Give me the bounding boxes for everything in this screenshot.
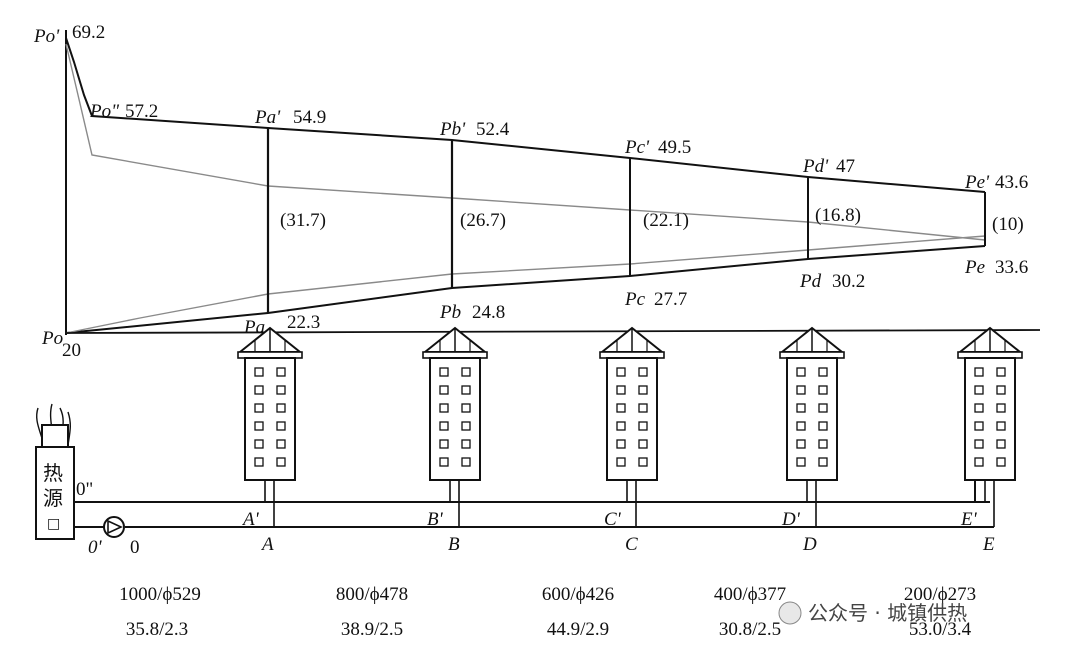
segment-2-length-loss: 38.9/2.5 [341, 619, 403, 640]
building-e [957, 327, 1023, 528]
return-value-b: 24.8 [472, 302, 505, 323]
static-pressure-line [65, 329, 1041, 334]
supply-label-e: Pe' [964, 172, 990, 193]
origin-return-label: Po [41, 328, 63, 349]
pressure-diff-a: (31.7) [280, 210, 326, 231]
segment-3-length-loss: 44.9/2.9 [547, 619, 609, 640]
return-label-c: Pc [624, 289, 646, 310]
return-label-b: Pb [439, 302, 461, 323]
node-upper-b: B' [427, 509, 444, 530]
pressure-diff-d: (16.8) [815, 205, 861, 226]
return-value-d: 30.2 [832, 271, 865, 292]
supply-grey-line [65, 43, 986, 241]
pressure-diff-c: (22.1) [643, 210, 689, 231]
node-lower-d: D [802, 534, 817, 555]
node-lower-c: C [625, 534, 638, 555]
node-upper-c: C' [604, 509, 622, 530]
node-upper-d: D' [781, 509, 801, 530]
node-labels: A' B' C' D' E' A B C D E [241, 509, 995, 555]
supply-value-c: 49.5 [658, 137, 691, 158]
origin-after-source-value: 57.2 [125, 101, 158, 122]
pressure-graph: Po' 69.2 Po" 57.2 Po 20 Pa' 54.9 Pb' 52.… [33, 22, 1041, 361]
chimney [41, 424, 69, 448]
origin-supply-value: 69.2 [72, 22, 105, 43]
circulation-pump [103, 516, 125, 538]
supply-value-b: 52.4 [476, 119, 510, 140]
heat-source: 热 源 □ [35, 403, 75, 540]
segment-1-flow-diameter: 1000/ϕ529 [119, 584, 201, 605]
pipe-network [74, 480, 994, 528]
node-lower-e: E [982, 534, 995, 555]
node-upper-e: E' [960, 509, 978, 530]
supply-value-a: 54.9 [293, 107, 326, 128]
supply-label-b: Pb' [439, 119, 466, 140]
pressure-diff-e: (10) [992, 214, 1024, 235]
watermark-text: 公众号 · 城镇供热 [808, 601, 967, 625]
origin-after-source-label: Po" [89, 101, 120, 122]
return-value-c: 27.7 [654, 289, 687, 310]
supply-value-d: 47 [836, 156, 855, 177]
building-c [599, 327, 665, 528]
return-label-d: Pd [799, 271, 822, 292]
node-lower-a: A [260, 534, 274, 555]
watermark: 公众号 · 城镇供热 [778, 601, 967, 625]
pump-in-label: 0' [88, 537, 103, 558]
buildings [237, 327, 1023, 528]
origin-supply-label: Po' [33, 26, 60, 47]
origin-return-value: 20 [62, 340, 81, 361]
supply-out-label: 0" [76, 479, 93, 500]
segment-5-length-loss: 53.0/3.4 [909, 619, 972, 640]
segment-2-flow-diameter: 800/ϕ478 [336, 584, 408, 605]
segment-5-flow-diameter: 200/ϕ273 [904, 584, 976, 605]
segment-3-flow-diameter: 600/ϕ426 [542, 584, 614, 605]
heat-source-box-symbol: □ [47, 516, 60, 532]
return-value-a: 22.3 [287, 312, 320, 333]
supply-label-d: Pd' [802, 156, 829, 177]
segment-4-flow-diameter: 400/ϕ377 [714, 584, 786, 605]
building-b [422, 327, 488, 528]
segment-info: 1000/ϕ529 35.8/2.3 800/ϕ478 38.9/2.5 600… [119, 584, 976, 640]
pump-out-label: 0 [130, 537, 140, 558]
supply-label-a: Pa' [254, 107, 281, 128]
heat-source-char-2: 源 [43, 486, 63, 510]
pressure-diff-b: (26.7) [460, 210, 506, 231]
node-upper-a: A' [241, 509, 260, 530]
heat-source-char-1: 热 [43, 461, 63, 485]
segment-1-length-loss: 35.8/2.3 [126, 619, 188, 640]
segment-4-length-loss: 30.8/2.5 [719, 619, 781, 640]
return-pressure-line [65, 245, 986, 334]
building-a [237, 327, 303, 528]
return-label-a: Pa [243, 317, 265, 338]
watermark-icon [778, 601, 802, 625]
heat-source-box [35, 446, 75, 540]
supply-label-c: Pc' [624, 137, 650, 158]
building-d [779, 327, 845, 528]
return-label-e: Pe [964, 257, 985, 278]
return-value-e: 33.6 [995, 257, 1028, 278]
supply-value-e: 43.6 [995, 172, 1028, 193]
node-lower-b: B [448, 534, 460, 555]
